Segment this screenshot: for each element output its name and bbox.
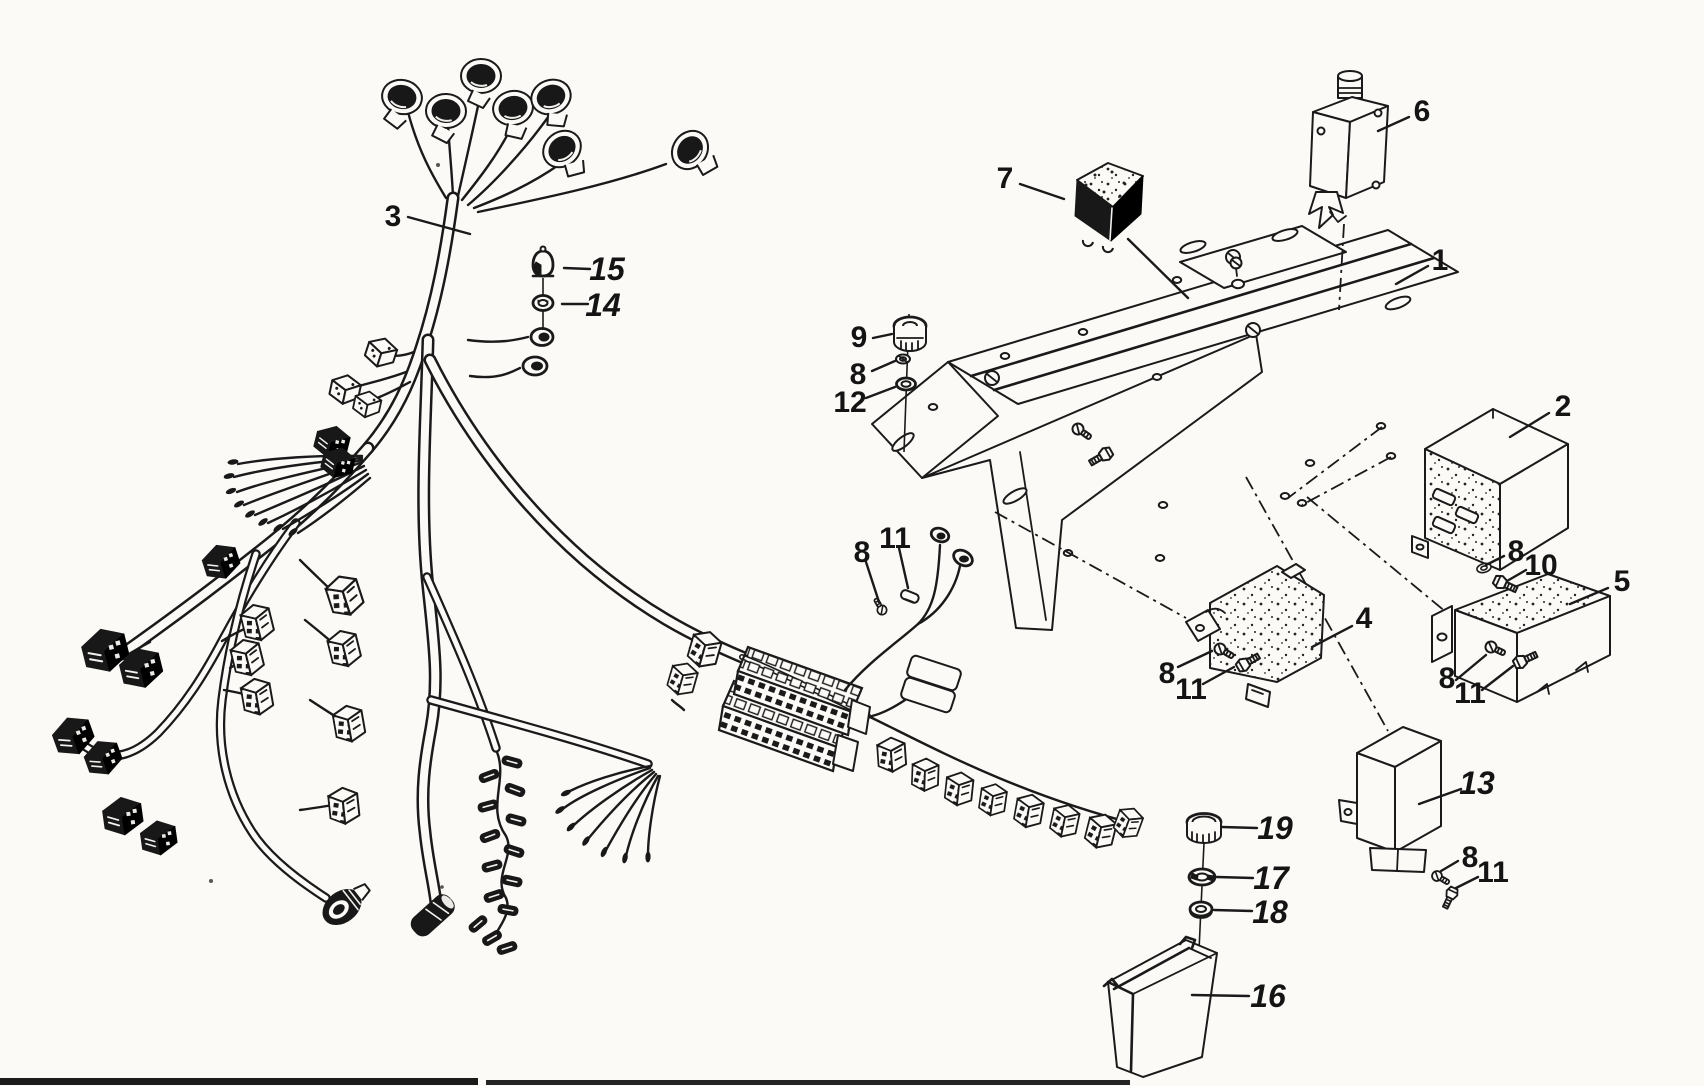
control-module-part-4 xyxy=(1185,563,1325,708)
callout-11c: 11 xyxy=(1175,665,1236,706)
callout-11-label: 11 xyxy=(1454,677,1486,710)
callout-10: 10 xyxy=(1505,549,1558,583)
callout-8e: 8 xyxy=(1439,653,1488,695)
callout-13-label: 13 xyxy=(1459,765,1495,801)
callout-8b: 8 xyxy=(854,536,881,604)
callout-15-label: 15 xyxy=(589,251,626,287)
callout-14: 14 xyxy=(560,287,621,323)
callout-5-label: 5 xyxy=(1614,565,1631,598)
bracket-holes xyxy=(927,276,1245,411)
knob-part-19 xyxy=(1185,812,1223,844)
callout-17-label: 17 xyxy=(1253,860,1291,896)
screw-8-center xyxy=(870,595,890,618)
callout-6: 6 xyxy=(1376,95,1431,133)
washer-part-12 xyxy=(895,376,917,392)
flasher-unit-part-5 xyxy=(1431,573,1611,703)
callout-12-label: 12 xyxy=(833,386,866,419)
callout-11e: 11 xyxy=(1454,856,1509,890)
mounting-bracket-part-1 xyxy=(871,225,1459,631)
callout-14-label: 14 xyxy=(585,287,621,323)
callout-10-label: 10 xyxy=(1524,549,1557,582)
circuit-breaker-part-6 xyxy=(1308,70,1389,229)
callout-9-label: 9 xyxy=(851,321,868,354)
gr ommet-part-9 xyxy=(892,315,928,352)
callout-8c: 8 xyxy=(1159,649,1214,690)
alignment-lines xyxy=(542,223,1453,951)
callout-17: 17 xyxy=(1215,860,1291,896)
callout-18: 18 xyxy=(1212,894,1288,930)
callout-8f: 8 xyxy=(1439,841,1479,874)
callout-11d: 11 xyxy=(1454,664,1515,710)
cylinder-connector xyxy=(410,894,455,937)
callout-5: 5 xyxy=(1568,565,1631,606)
callout-4: 4 xyxy=(1310,602,1373,649)
callout-11-label: 11 xyxy=(879,522,911,555)
callout-8-label: 8 xyxy=(850,358,867,391)
callout-8d: 8 xyxy=(1484,535,1525,568)
relay-box-part-2 xyxy=(1411,408,1569,571)
callout-19-label: 19 xyxy=(1257,810,1293,846)
callout-11b: 11 xyxy=(879,522,911,590)
bell-connector xyxy=(322,883,371,926)
callout-2-label: 2 xyxy=(1555,390,1572,423)
callout-3: 3 xyxy=(385,200,472,236)
callout-9: 9 xyxy=(851,321,894,354)
callout-3-label: 3 xyxy=(385,200,402,233)
callout-18-label: 18 xyxy=(1252,894,1288,930)
callout-11-label: 11 xyxy=(1175,673,1207,706)
connector-chain-right xyxy=(875,654,1146,852)
wire-fan-bottom xyxy=(555,764,662,864)
callout-8-label: 8 xyxy=(1508,535,1525,568)
callout-12: 12 xyxy=(833,385,897,419)
callout-8a: 8 xyxy=(850,358,897,391)
washer-part-18 xyxy=(1188,900,1214,919)
callout-8-label: 8 xyxy=(1462,841,1479,874)
multi-pin-connector-strips xyxy=(717,645,871,773)
callout-16-label: 16 xyxy=(1250,978,1286,1014)
callout-1: 1 xyxy=(1394,244,1449,286)
callout-19: 19 xyxy=(1220,810,1293,846)
callouts: 3 15 14 7 6 1 9 8 12 2 8 10 5 4 8 11 8 1… xyxy=(385,95,1631,1014)
callout-2: 2 xyxy=(1508,390,1572,439)
harness-trunk-and-branches xyxy=(77,191,871,910)
callout-4-label: 4 xyxy=(1356,602,1373,635)
callout-11-label: 11 xyxy=(1477,856,1509,889)
washer-part-8-left xyxy=(895,353,911,365)
spade-terminal-strip xyxy=(466,750,528,957)
ring-terminal-wire xyxy=(843,526,974,692)
callout-15: 15 xyxy=(562,251,626,287)
callout-8-label: 8 xyxy=(854,536,871,569)
plate-screw xyxy=(1229,256,1243,277)
callout-6-label: 6 xyxy=(1414,95,1431,128)
callout-16: 16 xyxy=(1190,978,1286,1014)
cover-part-16 xyxy=(1102,935,1218,1078)
scan-artifacts xyxy=(0,163,1130,1085)
wiring-harness-part-3 xyxy=(47,58,1146,957)
clip-11-center xyxy=(899,589,920,604)
ring-nut-part-14 xyxy=(531,294,555,312)
callout-7-label: 7 xyxy=(997,162,1014,195)
callout-1-label: 1 xyxy=(1432,244,1449,277)
callout-13: 13 xyxy=(1417,765,1495,806)
callout-7: 7 xyxy=(997,162,1190,300)
black-connector-blocks xyxy=(47,421,358,858)
lock-washer-part-17 xyxy=(1187,867,1217,887)
callout-8-label: 8 xyxy=(1439,662,1456,695)
eyelet-terminals xyxy=(466,327,555,379)
relay-part-7 xyxy=(1074,162,1144,254)
callout-8-label: 8 xyxy=(1159,657,1176,690)
cap-nut-part-15 xyxy=(531,245,555,278)
control-unit-part-13 xyxy=(1338,726,1461,912)
